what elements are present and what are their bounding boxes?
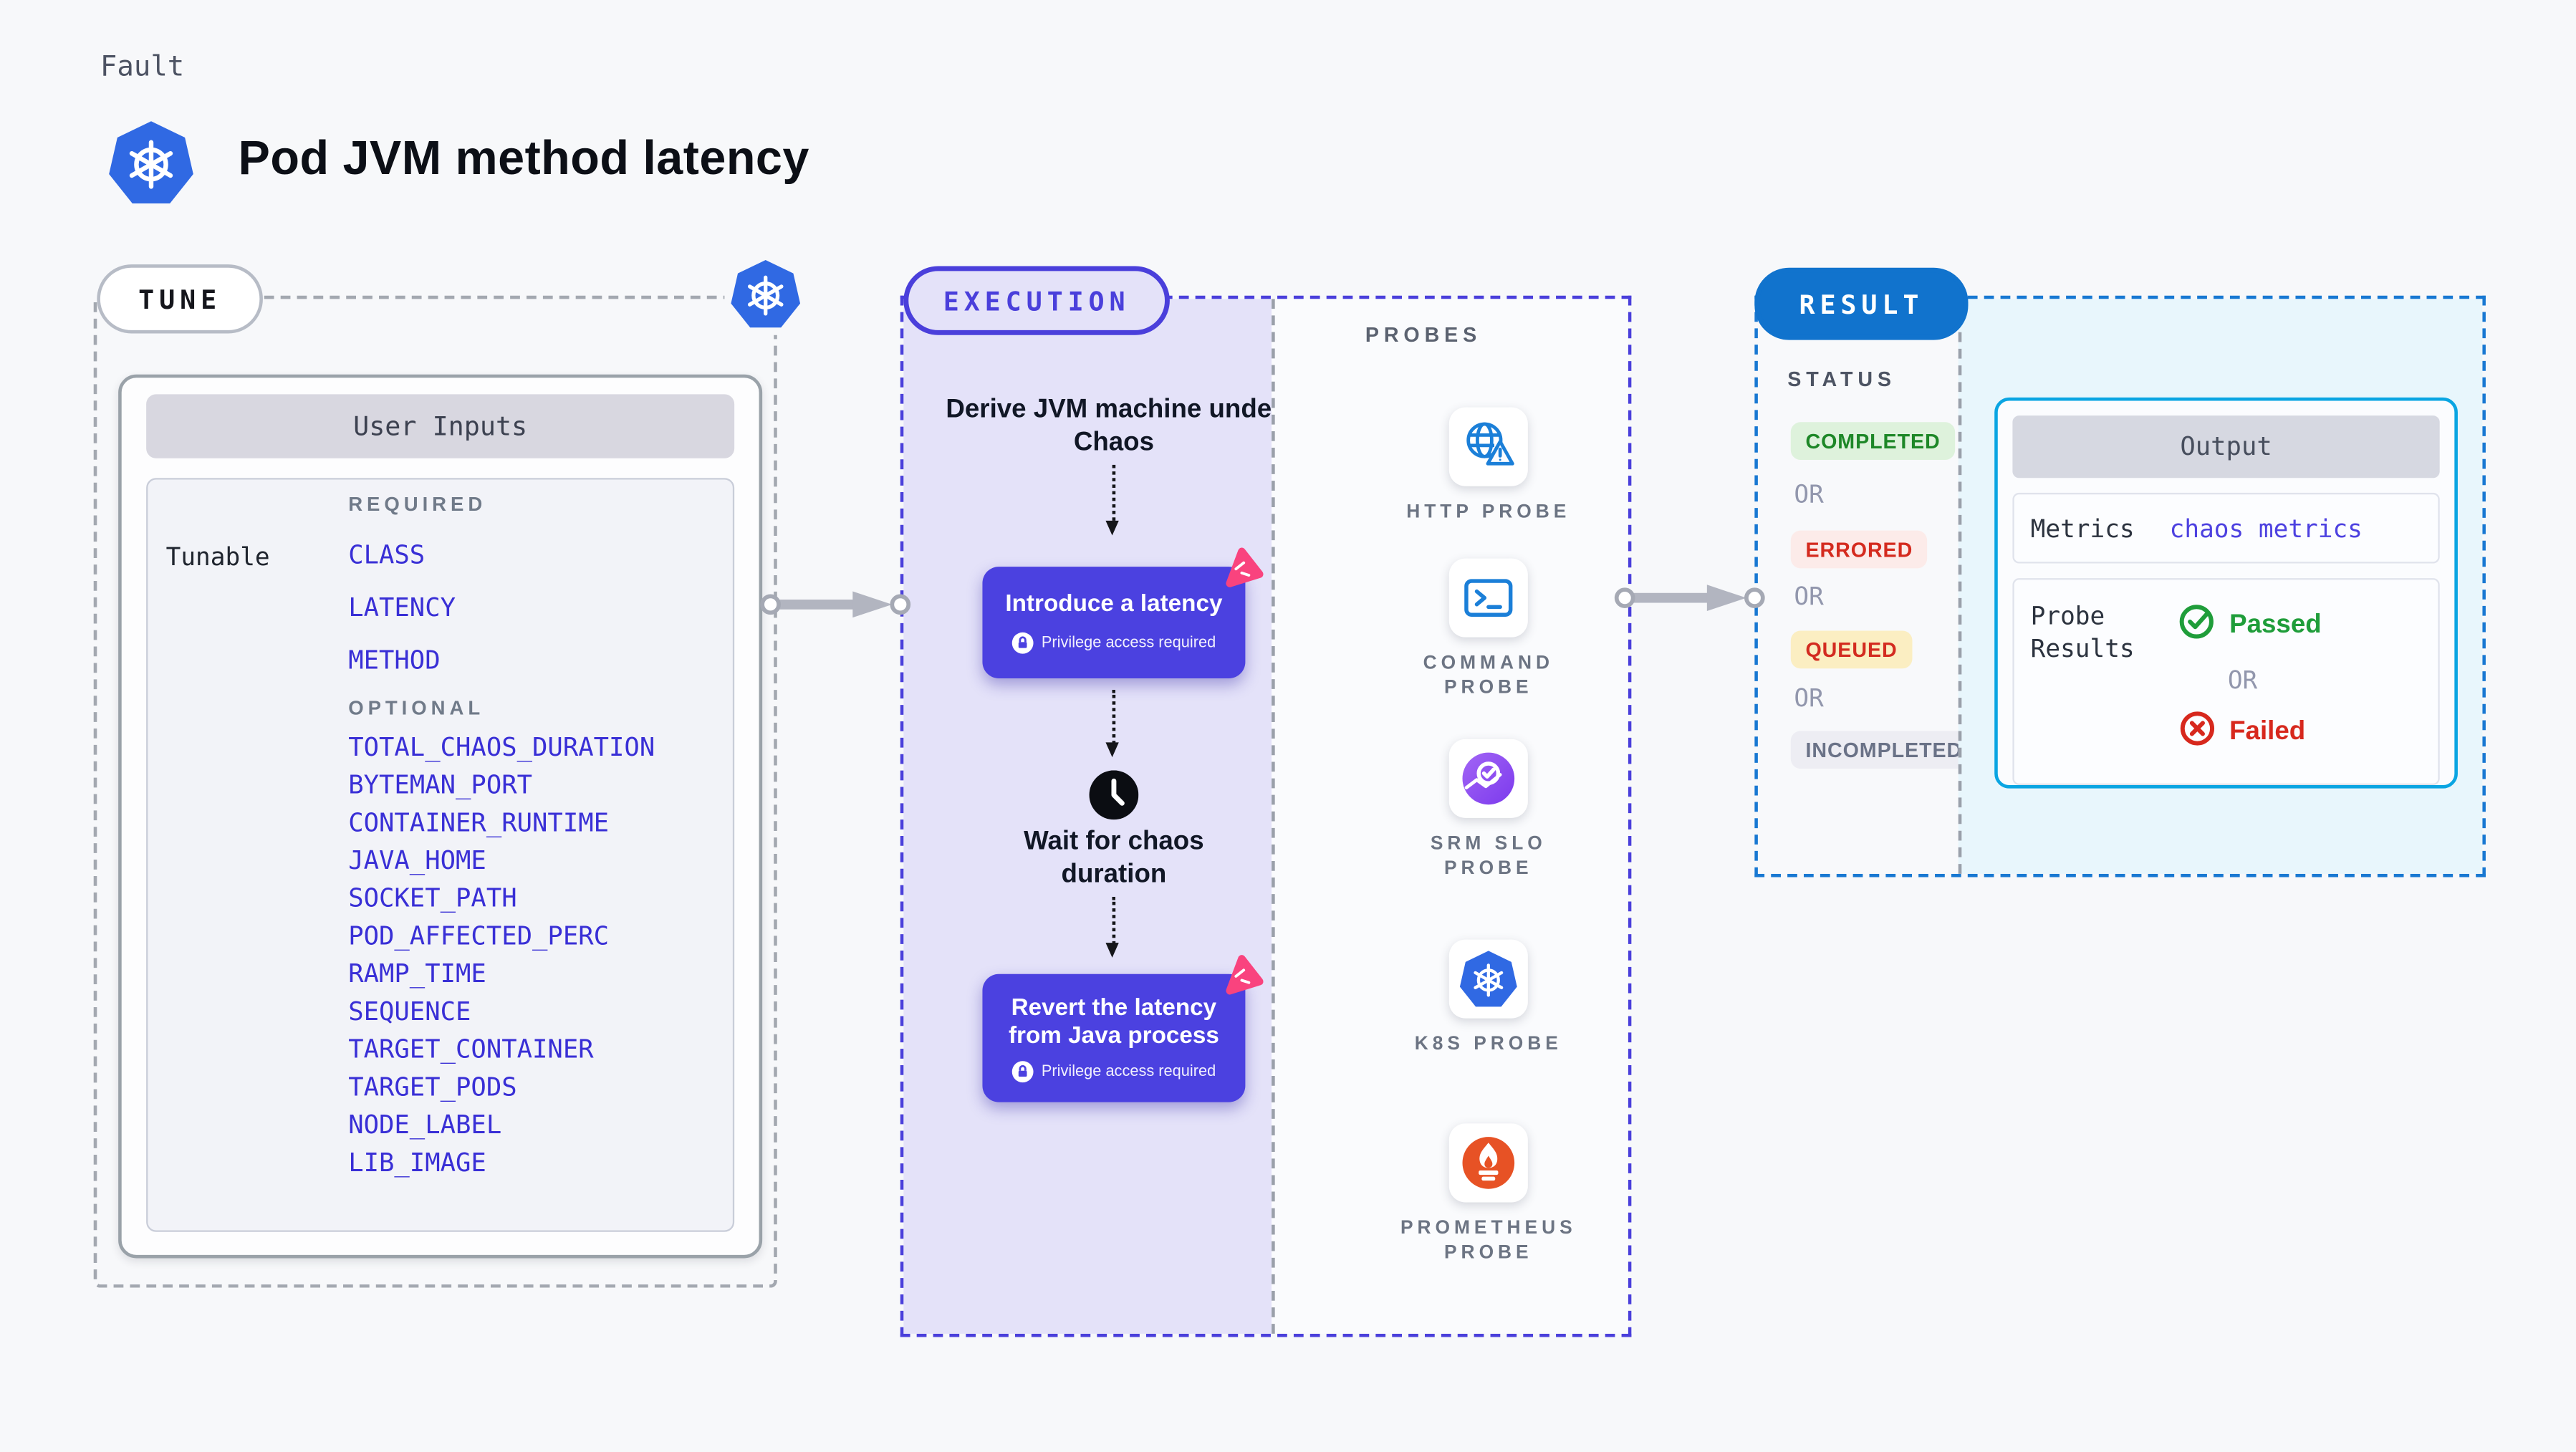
- probe-label: PROMETHEUS PROBE: [1400, 1218, 1577, 1264]
- probe-k8s: K8S PROBE: [1373, 939, 1603, 1058]
- required-group-label: REQUIRED: [348, 492, 487, 516]
- execution-badge: EXECUTION: [903, 266, 1170, 335]
- status-badge-errored: ERRORED: [1790, 530, 1928, 569]
- user-inputs-list: Tunable REQUIRED CLASS LATENCY METHOD OP…: [146, 478, 735, 1232]
- tunable-item: LIB_IMAGE: [348, 1148, 486, 1178]
- kubernetes-icon: [1448, 939, 1528, 1019]
- probe-prometheus: PROMETHEUS PROBE: [1373, 1123, 1603, 1266]
- status-badge-incompleted: INCOMPLETED: [1790, 731, 1977, 769]
- slo-gauge-icon: [1448, 739, 1528, 818]
- derive-step-text: Derive JVM machine under Chaos: [946, 395, 1282, 456]
- tune-badge: TUNE: [97, 264, 263, 334]
- check-circle-icon: [2178, 603, 2216, 649]
- result-badge: RESULT: [1754, 267, 1969, 340]
- tunable-item: SOCKET_PATH: [348, 883, 517, 913]
- globe-warning-icon: [1448, 407, 1528, 486]
- chaos-sticker-icon: [1221, 547, 1264, 598]
- output-panel: Output Metrics chaos metrics Probe Resul…: [1958, 299, 2483, 874]
- tunable-item: CONTAINER_RUNTIME: [348, 808, 610, 838]
- metrics-label: Metrics: [2030, 513, 2135, 543]
- tunable-item: METHOD: [348, 645, 441, 675]
- or-separator: OR: [2227, 665, 2258, 695]
- probe-results-row: Probe Results Passed OR: [2012, 578, 2440, 786]
- flow-arrow-right-icon: [760, 591, 911, 618]
- tunable-item: JAVA_HOME: [348, 845, 486, 876]
- status-badge-completed: COMPLETED: [1790, 422, 1956, 461]
- user-inputs-card: User Inputs Tunable REQUIRED CLASS LATEN…: [118, 374, 763, 1259]
- probe-command: COMMAND PROBE: [1373, 558, 1603, 701]
- or-separator: OR: [1794, 479, 1824, 509]
- probe-srm-slo: SRM SLO PROBE: [1373, 739, 1603, 882]
- tunable-item: SEQUENCE: [348, 996, 471, 1027]
- revert-latency-step: Revert the latency from Java process Pri…: [982, 955, 1264, 1102]
- status-column: STATUS COMPLETED OR ERRORED OR QUEUED OR…: [1757, 299, 1977, 874]
- kubernetes-icon: [724, 253, 807, 335]
- prometheus-icon: [1448, 1123, 1528, 1203]
- tunable-label: Tunable: [165, 542, 270, 572]
- terminal-icon: [1448, 558, 1528, 638]
- flow-arrow-right-icon: [1614, 585, 1765, 611]
- output-card: Output Metrics chaos metrics Probe Resul…: [1994, 397, 2458, 789]
- execution-flow: Derive JVM machine under Chaos Introduce…: [903, 299, 1282, 1334]
- wait-step-text: Wait for chaos duration: [1024, 827, 1204, 888]
- tunable-item: POD_AFFECTED_PERC: [348, 921, 610, 951]
- status-title: STATUS: [1787, 367, 1896, 391]
- tunable-item: RAMP_TIME: [348, 959, 486, 989]
- tunable-item: LATENCY: [348, 592, 456, 623]
- tunable-item: BYTEMAN_PORT: [348, 770, 533, 800]
- clock-icon: [1089, 770, 1139, 820]
- probe-label: SRM SLO PROBE: [1430, 834, 1547, 879]
- tune-section: [93, 295, 777, 1288]
- or-separator: OR: [1794, 683, 1824, 713]
- page-title: Pod JVM method latency: [238, 133, 809, 186]
- optional-group-label: OPTIONAL: [348, 696, 485, 720]
- tunable-item: NODE_LABEL: [348, 1110, 502, 1140]
- introduce-latency-label: Introduce a latency: [1005, 592, 1223, 618]
- probes-panel: PROBES HTTP PROBE: [1272, 299, 1628, 1334]
- revert-latency-label: Revert the latency from Java process: [1008, 994, 1219, 1050]
- privilege-note: Privilege access required: [1041, 1062, 1216, 1080]
- probe-label: HTTP PROBE: [1406, 502, 1571, 523]
- probe-label: K8S PROBE: [1414, 1034, 1562, 1055]
- fault-eyebrow: Fault: [100, 51, 185, 84]
- user-inputs-title: User Inputs: [146, 394, 735, 458]
- lock-icon: [1011, 1060, 1034, 1082]
- introduce-latency-step: Introduce a latency Privilege access req…: [982, 547, 1264, 679]
- or-separator: OR: [1794, 581, 1824, 611]
- result-section: STATUS COMPLETED OR ERRORED OR QUEUED OR…: [1754, 295, 2486, 878]
- failed-label: Failed: [2229, 718, 2306, 746]
- probes-title: PROBES: [1365, 323, 1482, 347]
- arrow-down-icon: [1105, 690, 1119, 758]
- execution-section: Derive JVM machine under Chaos Introduce…: [900, 295, 1632, 1337]
- probe-http: HTTP PROBE: [1373, 407, 1603, 526]
- x-circle-icon: [2178, 710, 2216, 756]
- probe-results-label: Probe Results: [2030, 601, 2135, 664]
- lock-icon: [1011, 632, 1034, 654]
- arrow-down-icon: [1105, 464, 1119, 536]
- tunable-item: TARGET_CONTAINER: [348, 1034, 594, 1064]
- kubernetes-icon: [105, 117, 197, 208]
- tunable-item: CLASS: [348, 540, 426, 570]
- status-badge-queued: QUEUED: [1790, 630, 1913, 669]
- tunable-item: TOTAL_CHAOS_DURATION: [348, 732, 655, 762]
- privilege-note: Privilege access required: [1041, 633, 1216, 652]
- metrics-value: chaos metrics: [2169, 513, 2363, 543]
- tunable-item: TARGET_PODS: [348, 1072, 517, 1102]
- output-title: Output: [2012, 415, 2440, 479]
- metrics-row: Metrics chaos metrics: [2012, 492, 2440, 564]
- arrow-down-icon: [1105, 896, 1119, 958]
- chaos-sticker-icon: [1221, 954, 1264, 1005]
- passed-label: Passed: [2229, 610, 2322, 639]
- probe-label: COMMAND PROBE: [1423, 653, 1554, 698]
